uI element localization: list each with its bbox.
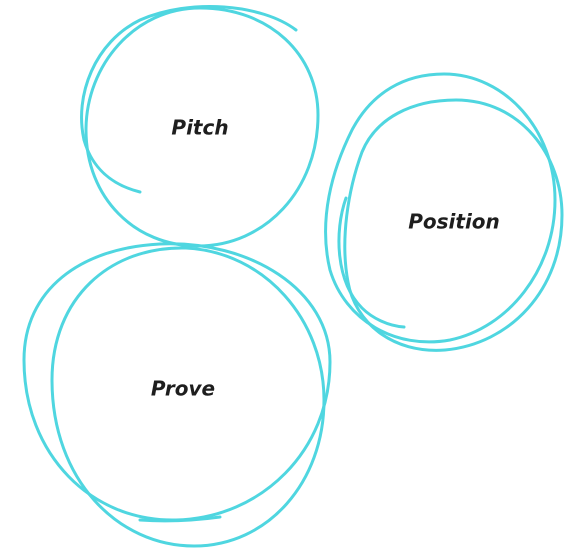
position-scribble-tail [337, 196, 406, 329]
pitch-scribble-outer [80, 5, 298, 194]
pitch-label: Pitch [171, 116, 228, 140]
prove-scribble-inner [50, 246, 326, 548]
prove-scribble-tail [138, 515, 222, 523]
prove-label: Prove [151, 377, 215, 401]
position-bubble: Position [324, 72, 564, 352]
position-scribble-outer [324, 72, 557, 344]
pitch-bubble: Pitch [80, 5, 320, 248]
position-scribble-inner [343, 98, 564, 352]
position-label: Position [408, 210, 500, 234]
prove-bubble: Prove [22, 242, 332, 548]
